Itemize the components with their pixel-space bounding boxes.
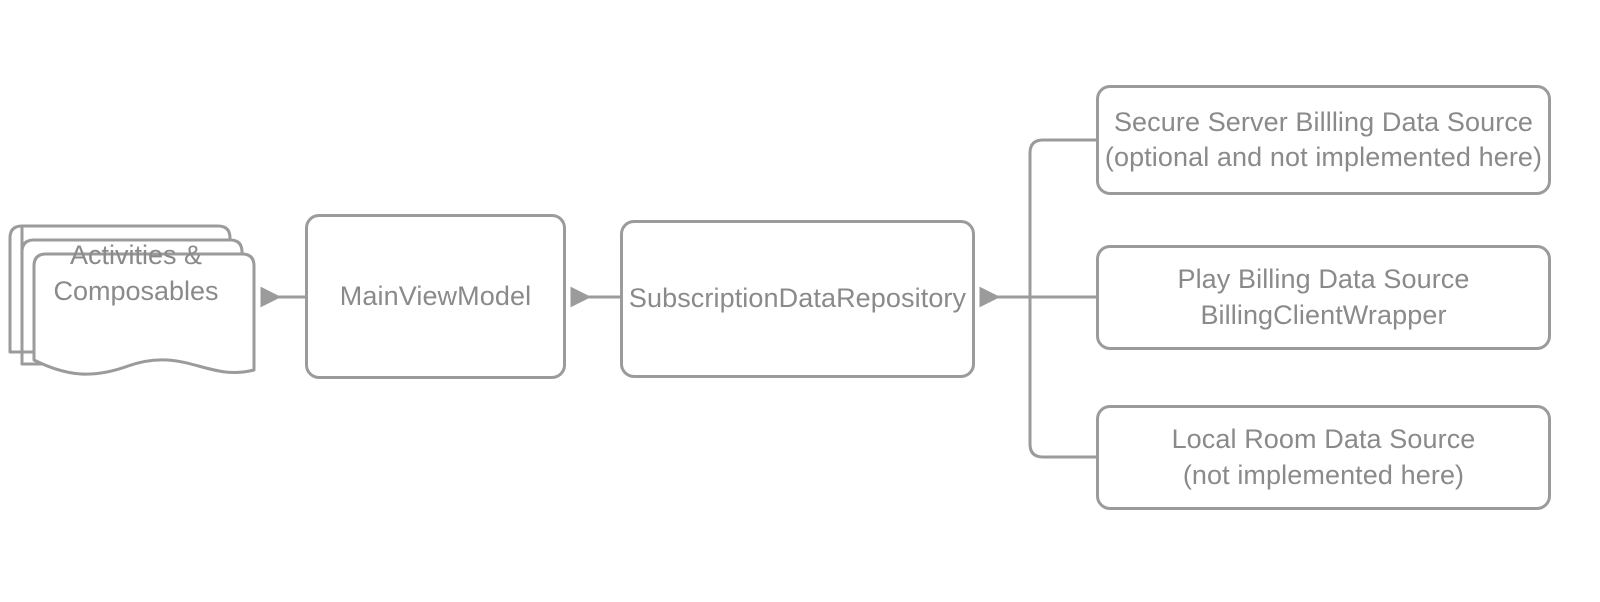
node-activities-composables-label: Activities & Composables: [53, 240, 219, 306]
edge-sources-to-repository: [979, 138, 1098, 459]
node-subscriptiondatarepository[interactable]: SubscriptionDataRepository: [620, 220, 975, 378]
node-play-billing-data-source[interactable]: Play Billing Data Source BillingClientWr…: [1096, 245, 1551, 350]
doc-sheet-front: [32, 252, 256, 376]
node-mainviewmodel[interactable]: MainViewModel: [305, 214, 566, 379]
node-secure-server-billing-data-source[interactable]: Secure Server Billling Data Source (opti…: [1096, 85, 1551, 195]
node-activities-composables[interactable]: [8, 210, 256, 385]
node-local-room-data-source[interactable]: Local Room Data Source (not implemented …: [1096, 405, 1551, 510]
